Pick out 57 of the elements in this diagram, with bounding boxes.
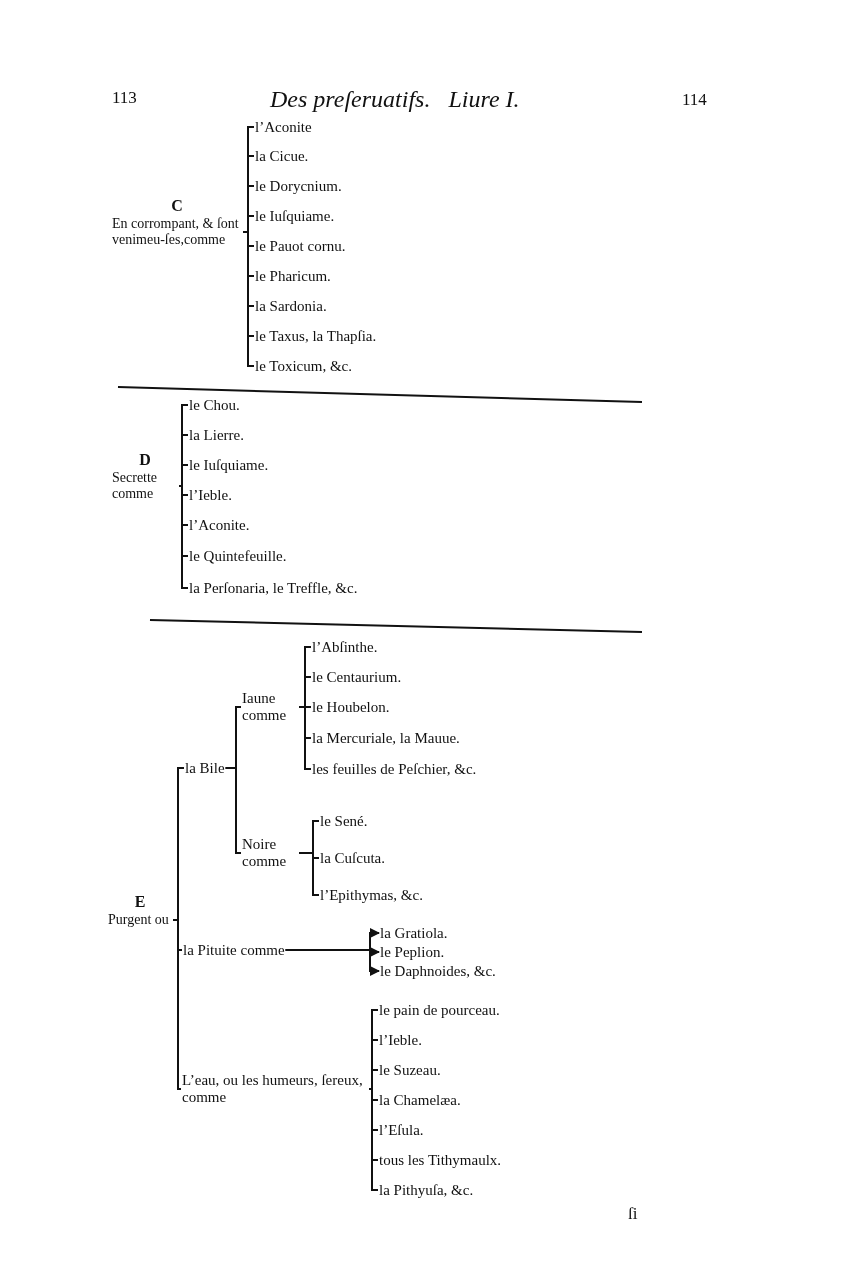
plant-name: la Chamelæa.: [379, 1091, 461, 1109]
plant-name: l’Abſinthe.: [312, 638, 378, 656]
category-label: la Pituite comme: [183, 941, 285, 959]
category-label: la Bile: [185, 759, 225, 777]
plant-name: le Centaurium.: [312, 668, 402, 686]
plant-name: la Cicue.: [255, 147, 309, 165]
category-label: En corrompant, & ſont venimeu-ſes,comme: [112, 216, 240, 248]
brace-line: [298, 706, 312, 770]
brace-line: [178, 485, 189, 589]
plant-name: le Toxicum, &c.: [255, 357, 352, 375]
plant-name: le Taxus, la Thapſia.: [255, 327, 377, 345]
plant-name: l’Ieble.: [379, 1031, 422, 1049]
arrow: [284, 949, 380, 976]
section-letter: E: [133, 892, 147, 912]
category-label: L’eau, ou les humeurs, ſereux, comme: [182, 1072, 368, 1106]
plant-name: le Peplion.: [380, 943, 445, 961]
brace-line: [368, 1069, 379, 1090]
brace-line: [368, 1088, 379, 1191]
plant-name: le Chou.: [189, 396, 240, 414]
plant-name: les feuilles de Peſchier, &c.: [312, 760, 477, 778]
brace-line: [178, 464, 189, 487]
plant-name: l’Epithymas, &c.: [320, 886, 423, 904]
plant-name: le Pauot cornu.: [255, 237, 346, 255]
signature-mark: ſi: [628, 1204, 638, 1224]
plant-name: la Gratiola.: [380, 924, 448, 942]
plant-name: le Houbelon.: [312, 698, 390, 716]
plant-name: le Iuſquiame.: [255, 207, 335, 225]
section-letter: C: [170, 196, 184, 216]
plant-name: le Iuſquiame.: [189, 456, 269, 474]
plant-name: la Mercuriale, la Mauue.: [312, 729, 460, 747]
category-label: Iaune comme: [242, 690, 298, 724]
plant-name: l’Eſula.: [379, 1121, 424, 1139]
plant-name: le Quintefeuille.: [189, 547, 287, 565]
plant-name: l’Aconite: [255, 118, 312, 136]
brace-line: [172, 919, 182, 1090]
plant-name: l’Ieble.: [189, 486, 232, 504]
plant-name: le Sené.: [320, 812, 368, 830]
plant-name: la Perſonaria, le Treffle, &c.: [189, 579, 358, 597]
plant-name: le pain de pourceau.: [379, 1001, 500, 1019]
plant-name: tous les Tithymaulx.: [379, 1151, 502, 1169]
plant-name: le Suzeau.: [379, 1061, 441, 1079]
section-letter: D: [138, 450, 152, 470]
page-number: 114: [682, 90, 707, 110]
plant-name: le Pharicum.: [255, 267, 331, 285]
plant-name: le Daphnoides, &c.: [380, 962, 496, 980]
category-label: Secrette comme: [112, 470, 159, 502]
brace-line: [224, 767, 242, 854]
plant-name: le Dorycnium.: [255, 177, 342, 195]
plant-name: la Lierre.: [189, 426, 244, 444]
category-label: Noire comme: [242, 836, 298, 870]
plant-name: l’Aconite.: [189, 516, 250, 534]
page-heading: Des preſeruatifs. Liure I.: [270, 86, 520, 113]
plant-name: la Pithyuſa, &c.: [379, 1181, 474, 1199]
plant-name: la Sardonia.: [255, 297, 327, 315]
category-label: Purgent ou: [108, 912, 170, 928]
plant-name: la Cuſcuta.: [320, 849, 385, 867]
page-number: 113: [112, 88, 137, 108]
